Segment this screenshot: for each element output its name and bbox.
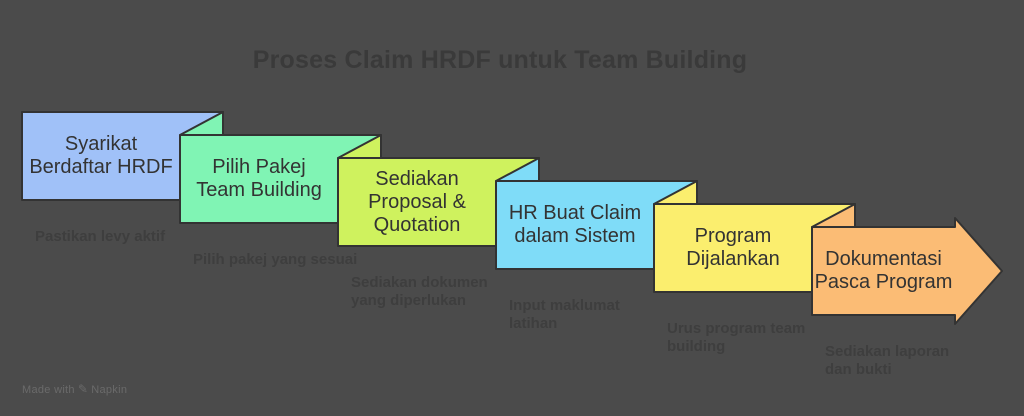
step-label-6: Dokumentasi Pasca Program [814, 248, 953, 293]
step-note-6: Sediakan laporan dan bukti [825, 343, 950, 378]
step-label-1: Syarikat Berdaftar HRDF [29, 133, 173, 178]
napkin-credit: Made with✎Napkin [22, 382, 127, 396]
step-note-4: Input maklumat latihan [509, 297, 620, 332]
step-label-4: HR Buat Claim dalam Sistem [508, 202, 642, 247]
napkin-brand-text: Napkin [91, 384, 128, 396]
step-note-2: Pilih pakej yang sesuai [193, 251, 358, 268]
step-note-5: Urus program team building [667, 320, 806, 355]
step-label-3: Sediakan Proposal & Quotation [368, 167, 466, 236]
diagram-title: Proses Claim HRDF untuk Team Building [252, 46, 748, 74]
step-label-2: Pilih Pakej Team Building [196, 156, 322, 201]
made-with-text: Made with [22, 384, 75, 396]
napkin-pen-icon: ✎ [77, 382, 89, 396]
step-label-5: Program Dijalankan [686, 225, 780, 270]
step-shape-6 [811, 217, 1003, 325]
step-note-1: Pastikan levy aktif [35, 228, 166, 245]
step-note-3: Sediakan dokumen yang diperlukan [351, 274, 488, 309]
